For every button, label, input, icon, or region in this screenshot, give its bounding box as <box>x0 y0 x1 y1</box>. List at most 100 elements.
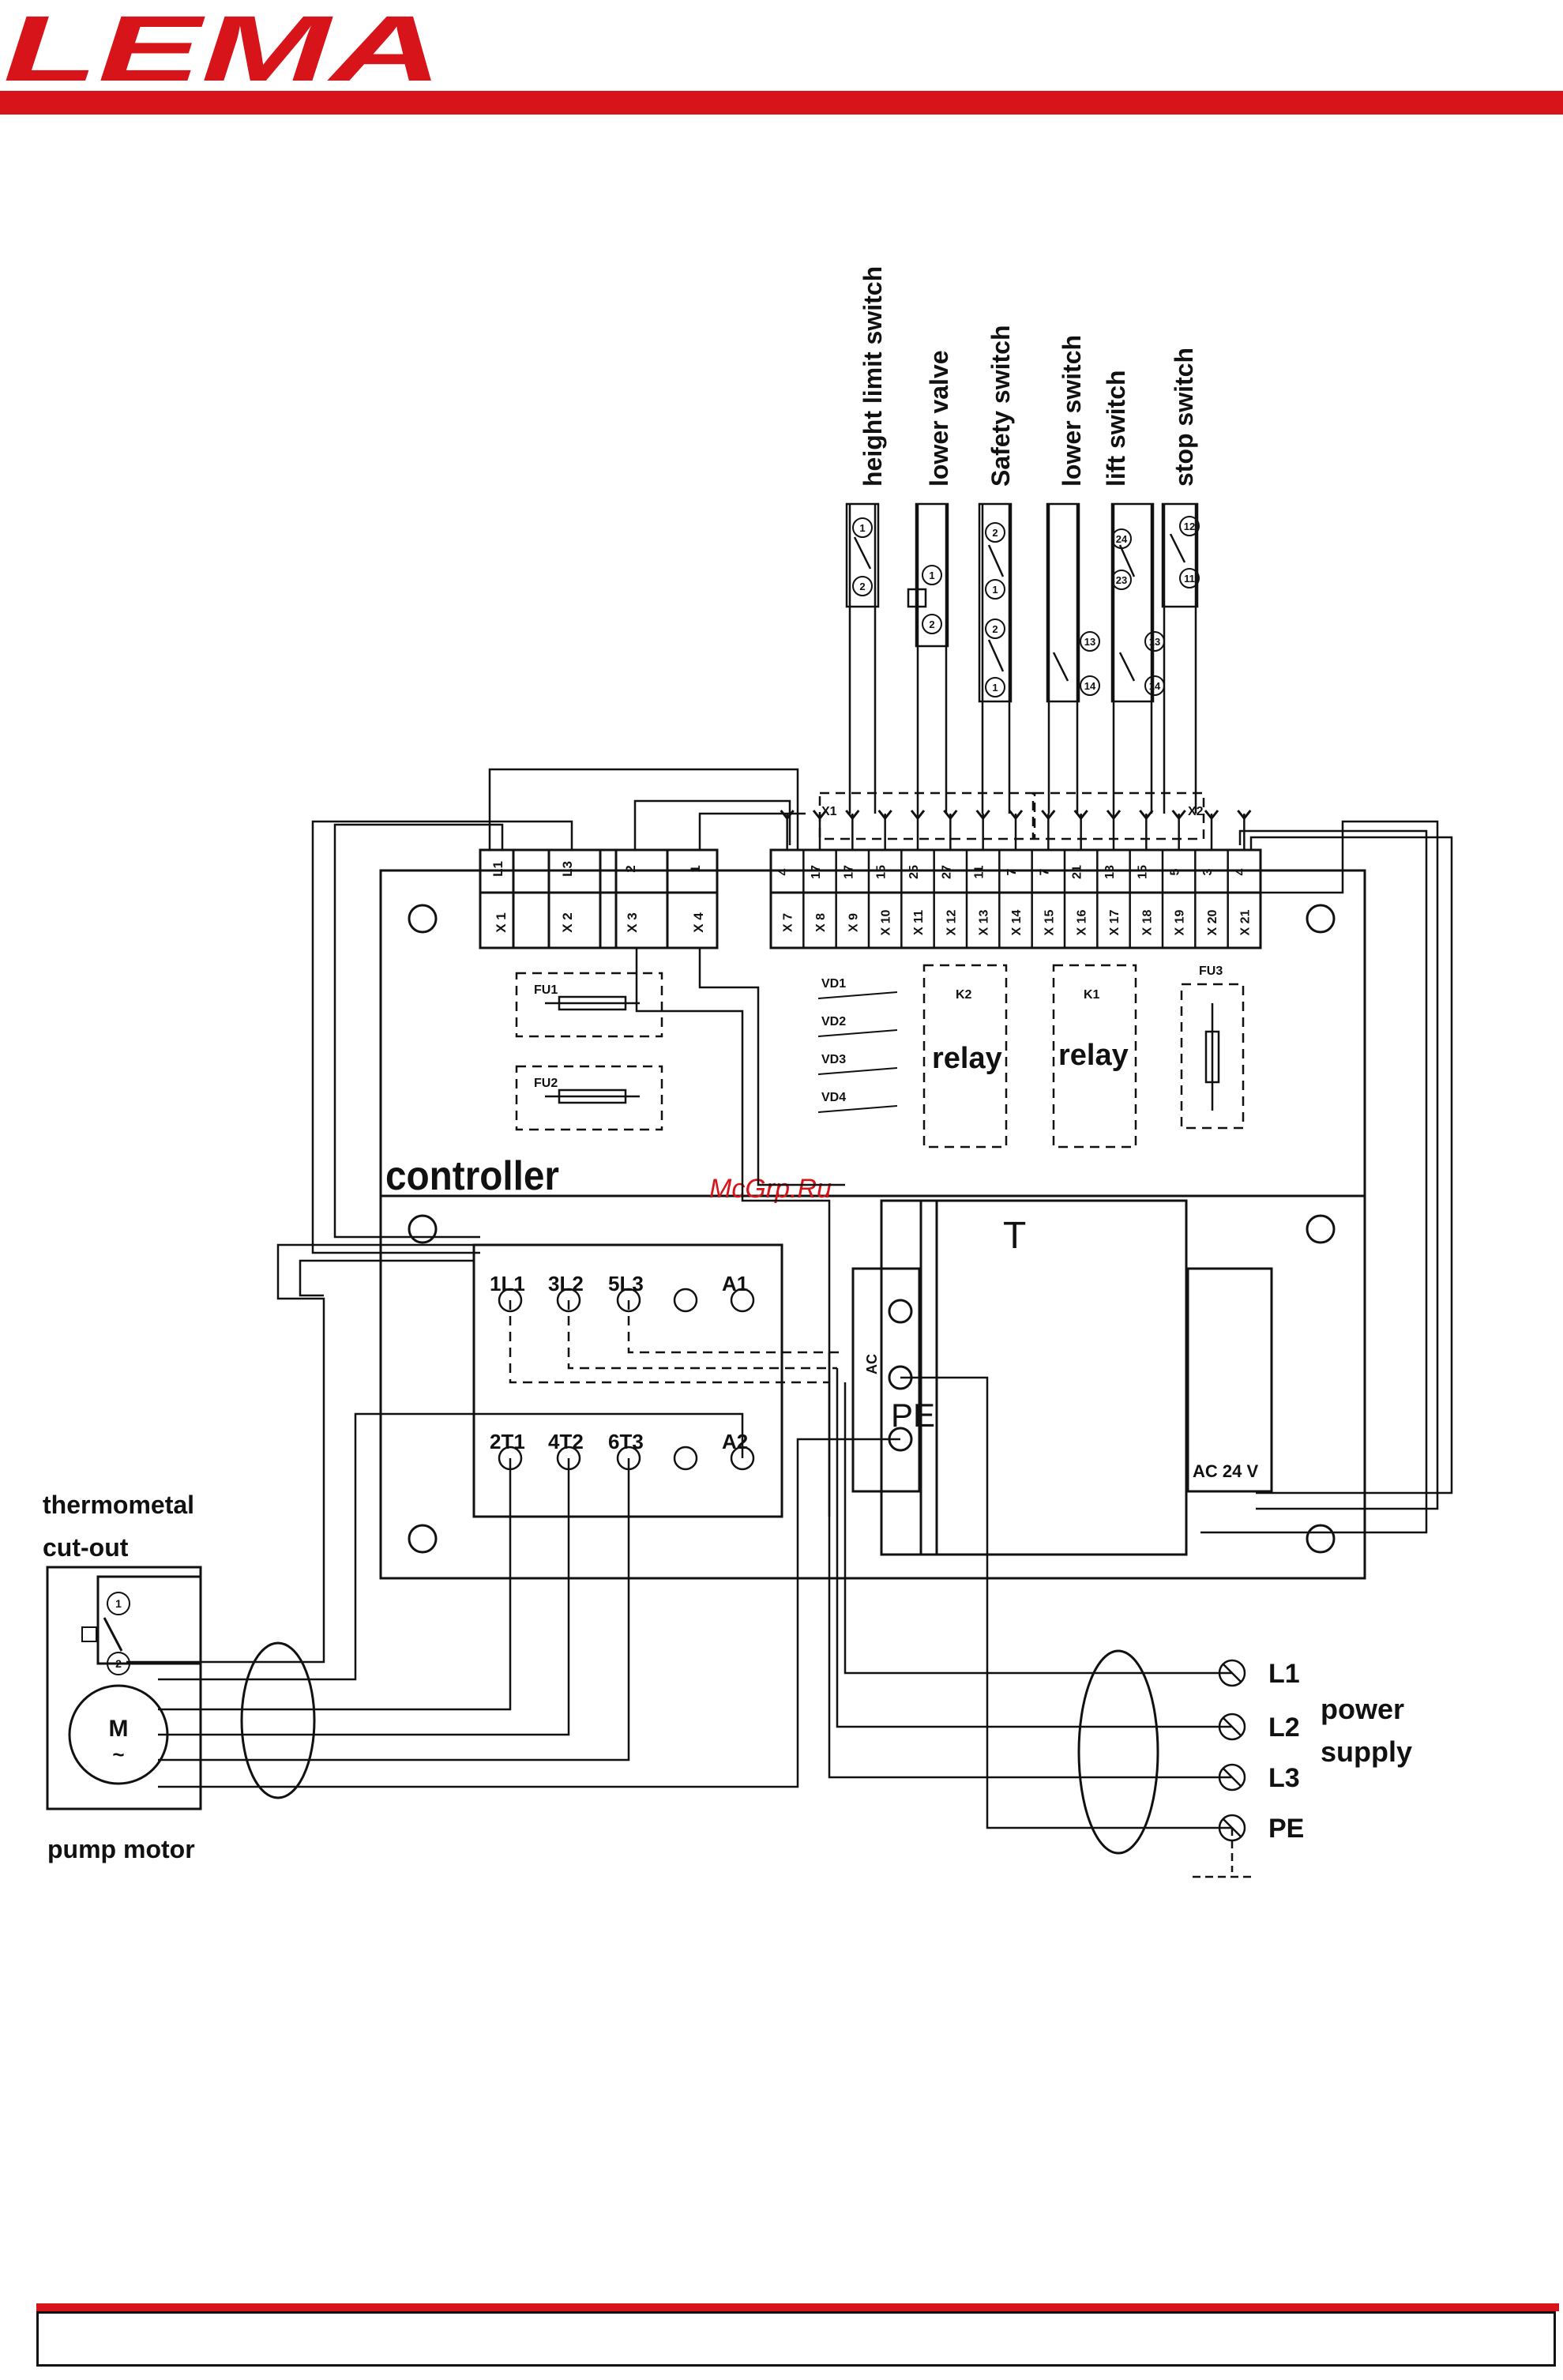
contactor-top-label-3: 5L3 <box>608 1272 644 1295</box>
contactor-top-terminal <box>498 1288 523 1313</box>
fuse-fu3-outline <box>1180 983 1245 1130</box>
pin-stop-11: 11 <box>1184 573 1195 585</box>
connector-x1-label: X1 <box>821 805 837 818</box>
contactor-bottom-terminal <box>673 1446 698 1471</box>
thermometal-label-1: thermometal <box>43 1491 194 1519</box>
thermo-pin-1: 1 <box>115 1597 122 1610</box>
pe-label: PE <box>891 1397 935 1434</box>
pin-lower-14: 14 <box>1084 680 1096 692</box>
terminal-x-right-1: X 7 <box>782 913 795 932</box>
mount-hole <box>408 1214 438 1244</box>
motor-circle <box>68 1684 169 1785</box>
terminal-x-right-8: X 14 <box>1010 909 1024 935</box>
transformer-body <box>880 1199 1188 1556</box>
terminal-x-right-13: X 19 <box>1174 909 1187 935</box>
terminal-top-right-3: 17 <box>842 865 855 879</box>
terminal-x-right-7: X 13 <box>978 909 991 935</box>
terminal-block-left <box>479 848 719 949</box>
height-limit-switch-box <box>845 502 880 608</box>
terminal-top-right-12: 15 <box>1136 865 1149 879</box>
power-supply-label-2: supply <box>1321 1735 1412 1768</box>
logo-text: LEMA <box>3 0 442 101</box>
terminal-x-right-10: X 16 <box>1076 909 1089 935</box>
base-plate <box>379 1194 1366 1580</box>
terminal-x-right-12: X 18 <box>1140 909 1154 935</box>
terminal-top-left-3: 2 <box>623 865 638 872</box>
lema-logo-graphic: LEMA <box>3 0 442 101</box>
controller-label: controller <box>385 1153 559 1199</box>
terminal-top-right-1: 4 <box>777 868 791 875</box>
terminal-x-left-2: X 2 <box>560 912 575 933</box>
terminal-top-right-4: 15 <box>875 865 889 879</box>
diode-vd2-label: VD2 <box>821 1015 846 1028</box>
plug-arrow <box>1204 810 1219 821</box>
transformer-label: T <box>1003 1215 1026 1257</box>
thermometal-label-2: cut-out <box>43 1533 129 1562</box>
terminal-x-right-6: X 12 <box>945 909 958 935</box>
contactor-top-label-2: 3L2 <box>548 1272 584 1295</box>
plug-arrow <box>877 810 892 821</box>
terminal-x-left-4: X 4 <box>691 912 706 933</box>
pin-safety-a-2: 2 <box>992 527 998 539</box>
stop-switch-box <box>1161 502 1199 608</box>
terminal-x-right-14: X 20 <box>1206 909 1219 935</box>
power-terminal-l2 <box>1218 1713 1246 1741</box>
terminal-x-right-3: X 9 <box>847 913 860 932</box>
relay-k1-outline <box>1052 964 1137 1149</box>
contactor-bottom-label-2: 4T2 <box>548 1430 584 1453</box>
contactor-bottom-label-4: A2 <box>722 1430 748 1453</box>
switch-label-height-limit: height limit switch <box>859 266 887 487</box>
switch-label-lower: lower switch <box>1058 335 1086 487</box>
terminal-top-right-7: 11 <box>973 865 986 878</box>
relay-k1-id: K1 <box>1084 988 1100 1002</box>
plug-arrow <box>975 810 990 821</box>
footer-red-bar <box>36 2303 1559 2311</box>
connector-x2-outline <box>1033 791 1205 840</box>
motor-cable-bundle <box>240 1641 316 1799</box>
ac24-label: AC 24 V <box>1193 1461 1258 1481</box>
pin-safety-b-1: 1 <box>992 682 998 694</box>
pin-lower-valve-1: 1 <box>929 570 934 581</box>
plug-arrow <box>910 810 926 821</box>
contactor-bottom-label-3: 6T3 <box>608 1430 644 1453</box>
mount-hole <box>1306 1524 1336 1554</box>
plug-arrow <box>812 810 828 821</box>
lower-switch-box <box>1046 502 1080 703</box>
relay-k2-label: relay <box>932 1042 1002 1075</box>
contactor-top-terminal <box>556 1288 581 1313</box>
thermo-pin-2: 2 <box>115 1657 122 1670</box>
motor-symbol: M <box>109 1716 129 1742</box>
fuse-fu2-label: FU2 <box>534 1077 558 1090</box>
pin-stop-12: 12 <box>1184 521 1195 532</box>
fuse-fu1-outline <box>515 972 663 1038</box>
terminal-x-right-5: X 11 <box>912 910 926 935</box>
contactor-top-terminal <box>616 1288 641 1313</box>
ac-terminal-strip <box>851 1267 921 1493</box>
terminal-top-right-15: 4 <box>1234 868 1247 875</box>
plug-arrow <box>1139 810 1154 821</box>
terminal-x-right-4: X 10 <box>880 909 893 935</box>
plug-arrow <box>1041 810 1056 821</box>
terminal-top-right-8: 7 <box>1005 868 1019 875</box>
relay-k1-label: relay <box>1058 1039 1129 1072</box>
power-line-label-l1: L1 <box>1268 1659 1300 1689</box>
switch-label-stop: stop switch <box>1170 348 1198 487</box>
lema-logo: LEMA <box>0 0 474 103</box>
terminal-top-left-1: L1 <box>490 861 505 877</box>
pin-safety-a-1: 1 <box>992 584 998 596</box>
fuse-fu1-label: FU1 <box>534 983 558 997</box>
pin-lift-23: 23 <box>1116 574 1127 586</box>
pin-height-limit-2: 2 <box>859 581 865 592</box>
pump-motor-label: pump motor <box>47 1835 195 1863</box>
mount-hole <box>1306 904 1336 934</box>
power-line-label-l2: L2 <box>1268 1713 1300 1743</box>
mount-hole <box>1306 1214 1336 1244</box>
power-line-label-pe: PE <box>1268 1814 1304 1844</box>
power-supply-label-1: power <box>1321 1693 1404 1725</box>
terminal-top-right-6: 27 <box>940 865 953 879</box>
lift-switch-box <box>1110 502 1155 703</box>
plug-arrow <box>1008 810 1024 821</box>
